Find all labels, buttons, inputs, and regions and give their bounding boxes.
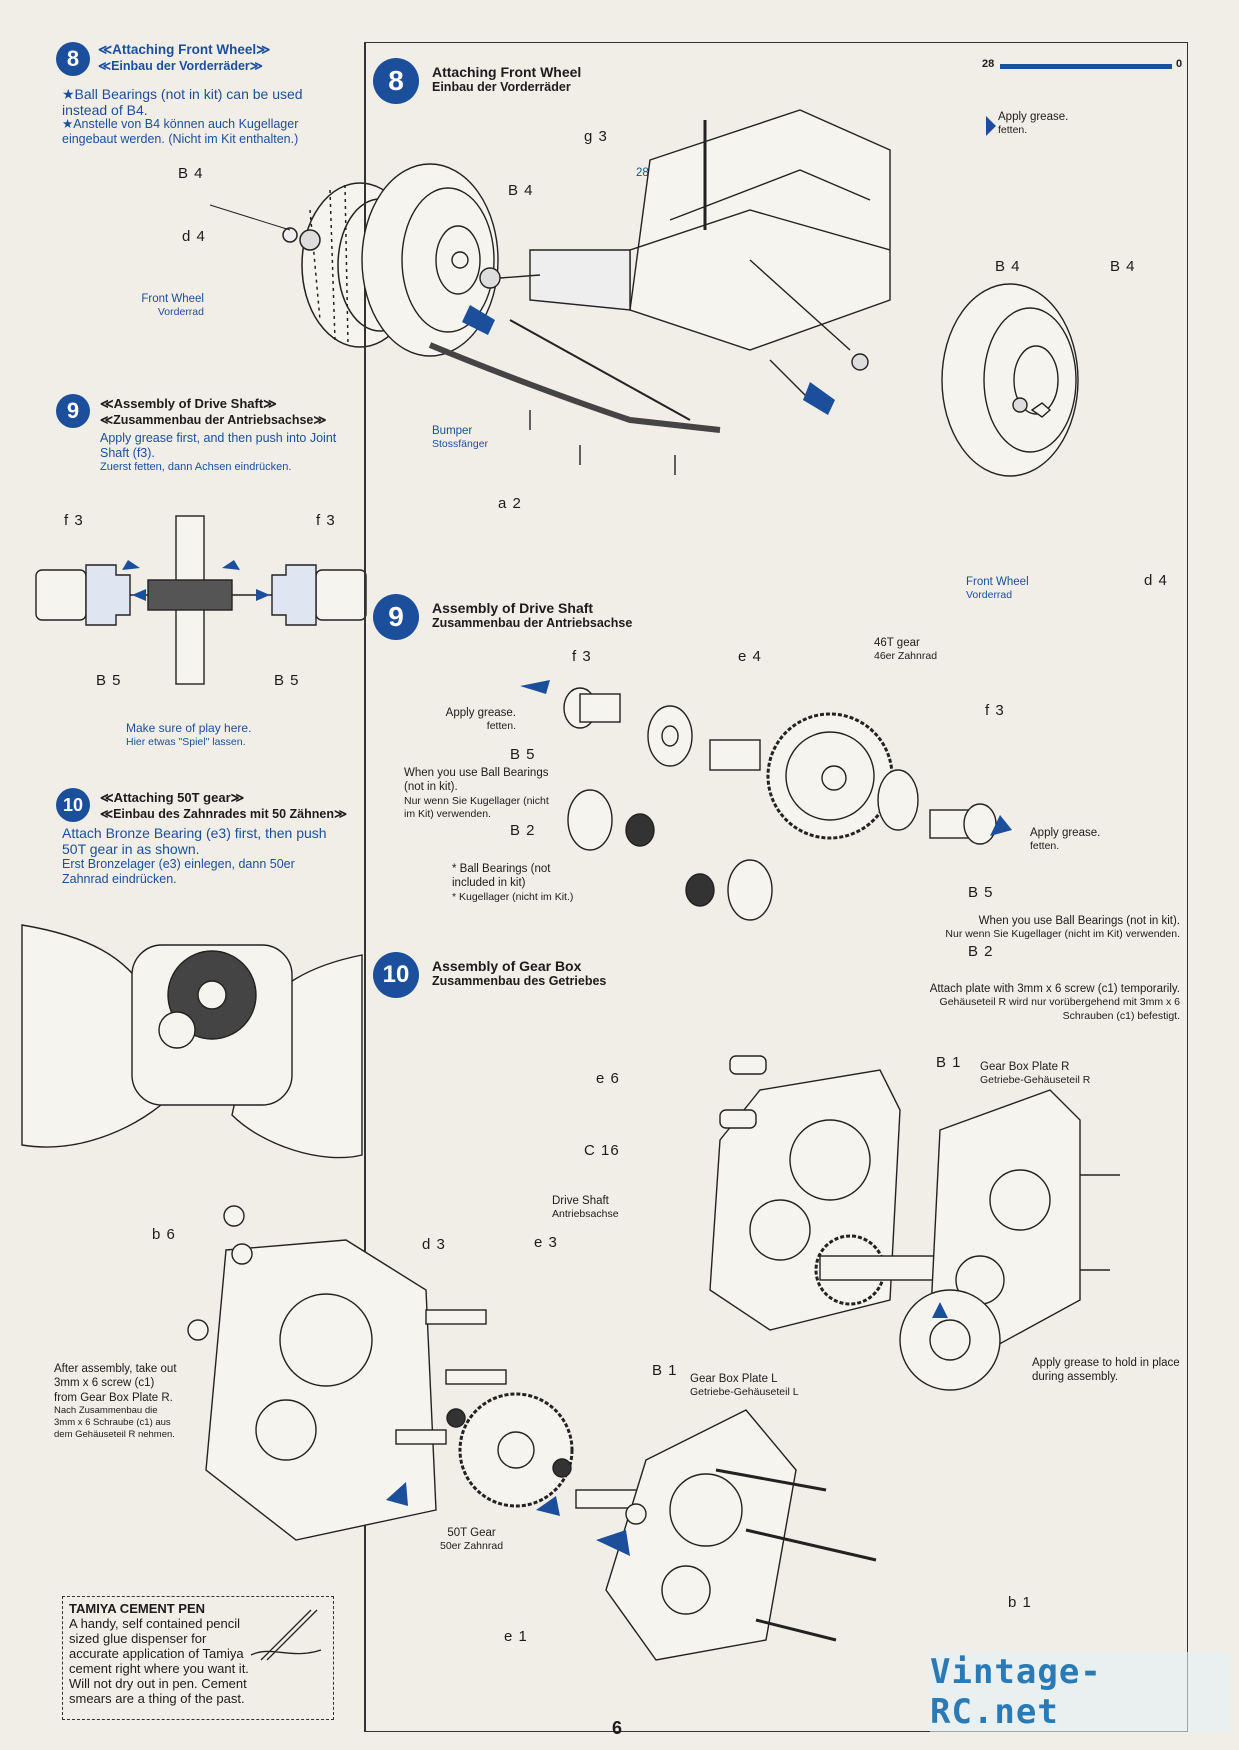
label-b4-right-b: B 4 (995, 258, 1021, 275)
label-a2: a 2 (498, 495, 522, 512)
step-9-badge: 9 (56, 394, 90, 428)
drive-shaft-drawing-right (520, 680, 1012, 921)
step-10-title-de-right: Zusammenbau des Getriebes (432, 974, 607, 988)
label-b1-right-b: B 1 (652, 1362, 678, 1379)
step-9-title-right: Assembly of Drive Shaft (432, 600, 594, 616)
step-8-title-de-right: Einbau der Vorderräder (432, 80, 571, 94)
label-f3-right-a: f 3 (572, 648, 592, 665)
step-8-badge: 8 (56, 42, 90, 76)
step-8-badge-right: 8 (373, 58, 419, 104)
step-9-title-de-right: Zusammenbau der Antriebsachse (432, 616, 633, 630)
gear-box-upper-drawing (709, 1055, 1120, 1391)
grease-note-top: Apply grease. fetten. (998, 111, 1069, 137)
label-f3-right-b: f 3 (985, 702, 1005, 719)
scale-28: 28 (982, 58, 995, 70)
grease-note-right: Apply grease. fetten. (1030, 827, 1101, 853)
step-9-badge-right: 9 (373, 594, 419, 640)
front-wheel-label-left: Front Wheel Vorderrad (141, 293, 204, 319)
step-9-title: ≪Assembly of Drive Shaft≫ (100, 396, 277, 411)
grease-note-left: Apply grease. fetten. (445, 707, 516, 733)
grease-hold-note: Apply grease to hold in place during ass… (1032, 1357, 1180, 1384)
watermark-logo: Vintage-RC.net (930, 1652, 1230, 1732)
label-d4-left: d 4 (182, 228, 206, 245)
gear-box-plate-l-label: Gear Box Plate L Getriebe-Gehäuseteil L (690, 1373, 799, 1399)
step-10-title-right: Assembly of Gear Box (432, 958, 582, 974)
step-10-note-en: Attach Bronze Bearing (e3) first, then p… (62, 825, 327, 858)
label-b4-right-a: B 4 (508, 182, 534, 199)
label-d3: d 3 (422, 1236, 446, 1253)
label-b5-right-b: B 5 (968, 884, 994, 901)
step-8-note-de: ★Anstelle von B4 können auch Kugellager … (62, 117, 299, 146)
label-e4: e 4 (738, 648, 762, 665)
step-8-title-right: Attaching Front Wheel (432, 64, 582, 80)
ball-bearing-note: * Ball Bearings (not included in kit) * … (452, 863, 574, 903)
chassis-front-drawing (361, 109, 1079, 477)
right-panel-frame (364, 42, 1188, 1732)
drive-shaft-drawing-left (35, 515, 367, 685)
label-b5-left-b: B 5 (274, 672, 300, 689)
label-f3-left-a: f 3 (64, 512, 84, 529)
step-8-title: ≪Attaching Front Wheel≫ (98, 42, 271, 57)
label-b5-left-a: B 5 (96, 672, 122, 689)
drive-shaft-label: Drive Shaft Antriebsachse (552, 1195, 619, 1221)
play-note: Make sure of play here. Hier etwas "Spie… (126, 721, 252, 748)
cement-pen-box: TAMIYA CEMENT PEN A handy, self containe… (62, 1596, 334, 1720)
hands-gear-drawing (21, 924, 363, 1159)
when-note-right: When you use Ball Bearings (not in kit).… (945, 915, 1180, 941)
attach-plate-note: Attach plate with 3mm x 6 screw (c1) tem… (929, 983, 1180, 1022)
grease-arrow-top (946, 116, 996, 136)
scale-bar (1000, 64, 1172, 69)
after-assembly-note: After assembly, take out 3mm x 6 screw (… (54, 1363, 177, 1440)
step-9-title-de: ≪Zusammenbau der Antriebsachse≫ (100, 413, 327, 427)
label-g3: g 3 (584, 128, 608, 145)
label-b1-lower: b 1 (1008, 1594, 1032, 1611)
bumper-label: Bumper Stossfänger (432, 425, 489, 451)
step-10-badge: 10 (56, 788, 90, 822)
step-10-title: ≪Attaching 50T gear≫ (100, 790, 245, 805)
gear-box-plate-r-label: Gear Box Plate R Getriebe-Gehäuseteil R (980, 1061, 1091, 1087)
label-b5-right-a: B 5 (510, 746, 536, 763)
when-note-left: When you use Ball Bearings (not in kit).… (404, 767, 549, 820)
step-10-badge-right: 10 (373, 952, 419, 998)
label-b1-right-a: B 1 (936, 1054, 962, 1071)
gear-box-lower-drawing (187, 1205, 877, 1661)
label-b2-right-b: B 2 (968, 943, 994, 960)
label-b4-right-c: B 4 (1110, 258, 1136, 275)
label-46t: 46T gear 46er Zahnrad (874, 637, 938, 663)
step-9-note-en: Apply grease first, and then push into J… (100, 431, 337, 460)
cement-pen-icon (250, 1609, 322, 1661)
scale-0: 0 (1176, 58, 1183, 70)
step-8-title-de: ≪Einbau der Vorderräder≫ (98, 59, 263, 73)
label-f3-left-b: f 3 (316, 512, 336, 529)
label-e1: e 1 (504, 1628, 528, 1645)
step-10-title-de: ≪Einbau des Zahnrades mit 50 Zähnen≫ (100, 807, 348, 821)
label-e6: e 6 (596, 1070, 620, 1087)
label-c16: C 16 (584, 1142, 620, 1159)
label-b2-right-a: B 2 (510, 822, 536, 839)
label-50t: 50T Gear 50er Zahnrad (440, 1527, 504, 1553)
page-number: 6 (612, 1718, 623, 1738)
step-10-note-de: Erst Bronzelager (e3) einlegen, dann 50e… (62, 857, 295, 886)
label-b6: b 6 (152, 1226, 176, 1243)
step-9-note-de: Zuerst fetten, dann Achsen eindrücken. (100, 461, 292, 473)
label-b4-left: B 4 (178, 165, 204, 182)
label-d4-right: d 4 (1144, 572, 1168, 589)
front-wheel-label-right: Front Wheel Vorderrad (966, 576, 1029, 602)
step-8-note-en: ★Ball Bearings (not in kit) can be used … (62, 86, 303, 119)
label-e3: e 3 (534, 1234, 558, 1251)
